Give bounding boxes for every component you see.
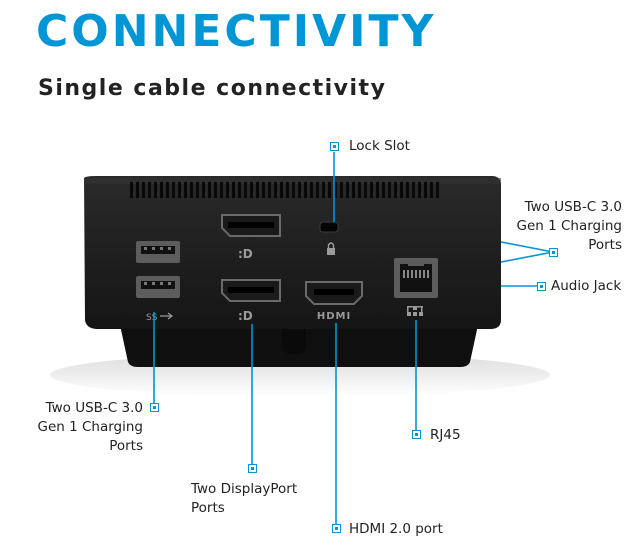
lock-slot-label: Lock Slot bbox=[349, 138, 410, 154]
hdmi-label: HDMI 2.0 port bbox=[349, 521, 443, 537]
hdmi-port-label: HDMI bbox=[317, 311, 351, 322]
usb-c-right-label: Two USB-C 3.0 Gen 1 Charging Ports bbox=[516, 199, 622, 253]
usb-c-left-marker bbox=[150, 403, 159, 412]
leader-usb-right-2 bbox=[500, 251, 554, 263]
page-heading: CONNECTIVITY bbox=[36, 6, 437, 57]
displayport-top bbox=[221, 214, 281, 237]
usb-port-bottom bbox=[136, 276, 180, 298]
hdmi-marker bbox=[332, 524, 341, 533]
usb-c-right-marker bbox=[549, 248, 558, 257]
network-icon bbox=[407, 306, 423, 316]
leader-usb-right-1 bbox=[500, 241, 554, 253]
usb-port-top bbox=[136, 241, 180, 263]
svg-text::D: :D bbox=[238, 309, 253, 323]
rj45-marker bbox=[412, 430, 421, 439]
audio-jack-marker bbox=[537, 282, 546, 291]
rj45-port bbox=[394, 258, 438, 298]
displayport-label: Two DisplayPort Ports bbox=[191, 481, 298, 516]
rj45-label: RJ45 bbox=[430, 427, 461, 443]
page-subheading: Single cable connectivity bbox=[38, 76, 387, 101]
svg-text::D: :D bbox=[238, 247, 253, 261]
leader-lines bbox=[153, 152, 554, 528]
cable-notch bbox=[282, 329, 306, 354]
vent-grille bbox=[130, 182, 439, 198]
usb-ss-icon: SS bbox=[146, 312, 173, 323]
displayport-bottom bbox=[221, 279, 281, 302]
lock-icon bbox=[327, 242, 335, 255]
lock-slot bbox=[319, 221, 339, 233]
lock-slot-marker bbox=[330, 142, 339, 151]
displayport-top-logo: :D bbox=[238, 247, 253, 261]
displayport-marker bbox=[248, 464, 257, 473]
hdmi-port bbox=[305, 281, 363, 305]
audio-jack-label: Audio Jack bbox=[551, 278, 622, 294]
displayport-bottom-logo: :D bbox=[238, 309, 253, 323]
usb-c-left-label: Two USB-C 3.0 Gen 1 Charging Ports bbox=[37, 400, 143, 454]
svg-text:SS: SS bbox=[146, 313, 158, 323]
